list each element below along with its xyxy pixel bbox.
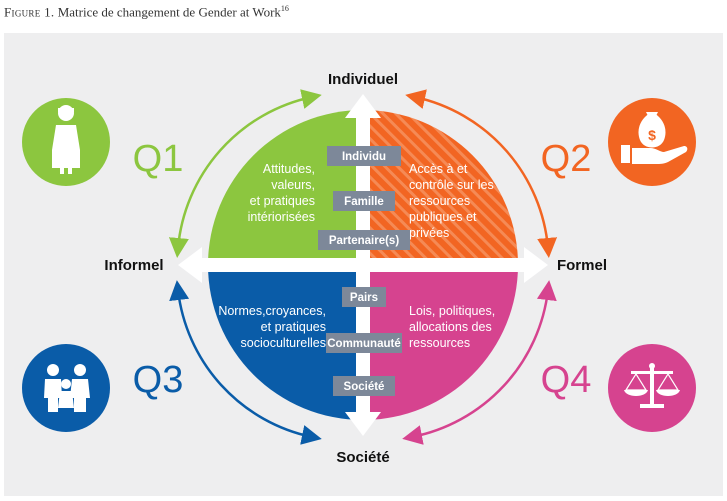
level-tag-label-communaute: Communauté	[327, 338, 400, 350]
svg-text:intériorisées: intériorisées	[248, 210, 315, 224]
level-tag-label-famille: Famille	[344, 196, 384, 208]
quadrant-text-q4: Lois, politiques, allocations des ressou…	[409, 304, 495, 350]
svg-text:ressources: ressources	[409, 336, 470, 350]
figure-caption: Figure 1. Matrice de changement de Gende…	[4, 4, 289, 20]
svg-text:Lois, politiques,: Lois, politiques,	[409, 304, 495, 318]
arc-arrow-q2	[405, 89, 558, 258]
level-tag-label-individu: Individu	[342, 151, 386, 163]
arc-arrow-q1	[168, 89, 322, 258]
footnote-ref: 16	[280, 4, 289, 13]
level-tag-label-societe: Société	[344, 381, 385, 393]
quadrant-text-q2: Accès à et contrôle sur les ressources p…	[409, 162, 494, 240]
figure-number: Figure 1.	[4, 4, 55, 20]
svg-text:et pratiques: et pratiques	[261, 320, 326, 334]
svg-text:privées: privées	[409, 226, 449, 240]
quadrant-text-q3: Normes,croyances, et pratiques sociocult…	[218, 304, 326, 350]
level-tag-partenaires	[318, 230, 410, 250]
arc-arrow-q4	[402, 280, 557, 445]
svg-text:allocations des: allocations des	[409, 320, 492, 334]
level-tag-label-partenaires: Partenaire(s)	[329, 235, 399, 247]
svg-text:Accès à et: Accès à et	[409, 162, 468, 176]
arc-arrow-q3	[169, 280, 322, 445]
quadrant-text-q1: Attitudes, valeurs, et pratiques intério…	[248, 162, 315, 224]
money-bag-hand-icon: $	[608, 98, 696, 186]
svg-text:ressources: ressources	[409, 194, 470, 208]
level-tag-famille	[333, 191, 395, 211]
level-tag-label-pairs: Pairs	[350, 292, 378, 304]
quadrant-label-q3: Q3	[133, 359, 184, 401]
person-icon	[22, 98, 110, 186]
level-tag-societe	[333, 376, 395, 396]
svg-text:socioculturelles: socioculturelles	[241, 336, 326, 350]
svg-text:valeurs,: valeurs,	[271, 178, 315, 192]
quadrant-label-q2: Q2	[541, 138, 592, 180]
level-tags: Individu Famille Partenaire(s) Pairs Com…	[318, 146, 410, 396]
level-tag-communaute	[326, 333, 402, 353]
svg-text:publiques et: publiques et	[409, 210, 477, 224]
level-tag-pairs	[342, 287, 386, 307]
svg-text:Attitudes,: Attitudes,	[263, 162, 315, 176]
svg-text:Normes,croyances,: Normes,croyances,	[218, 304, 326, 318]
family-icon	[22, 344, 110, 432]
axis-label-bottom: Société	[336, 449, 389, 466]
svg-text:$: $	[648, 127, 656, 143]
quadrant-label-q4: Q4	[541, 359, 592, 401]
axis-label-top: Individuel	[328, 71, 398, 88]
svg-text:contrôle sur les: contrôle sur les	[409, 178, 494, 192]
axis-label-right: Formel	[557, 257, 607, 274]
svg-text:et pratiques: et pratiques	[250, 194, 315, 208]
axis-label-left: Informel	[104, 257, 163, 274]
scales-icon	[608, 344, 696, 432]
figure-title: Matrice de changement de Gender at Work	[57, 4, 281, 20]
level-tag-individu	[327, 146, 401, 166]
quadrant-label-q1: Q1	[133, 138, 184, 180]
